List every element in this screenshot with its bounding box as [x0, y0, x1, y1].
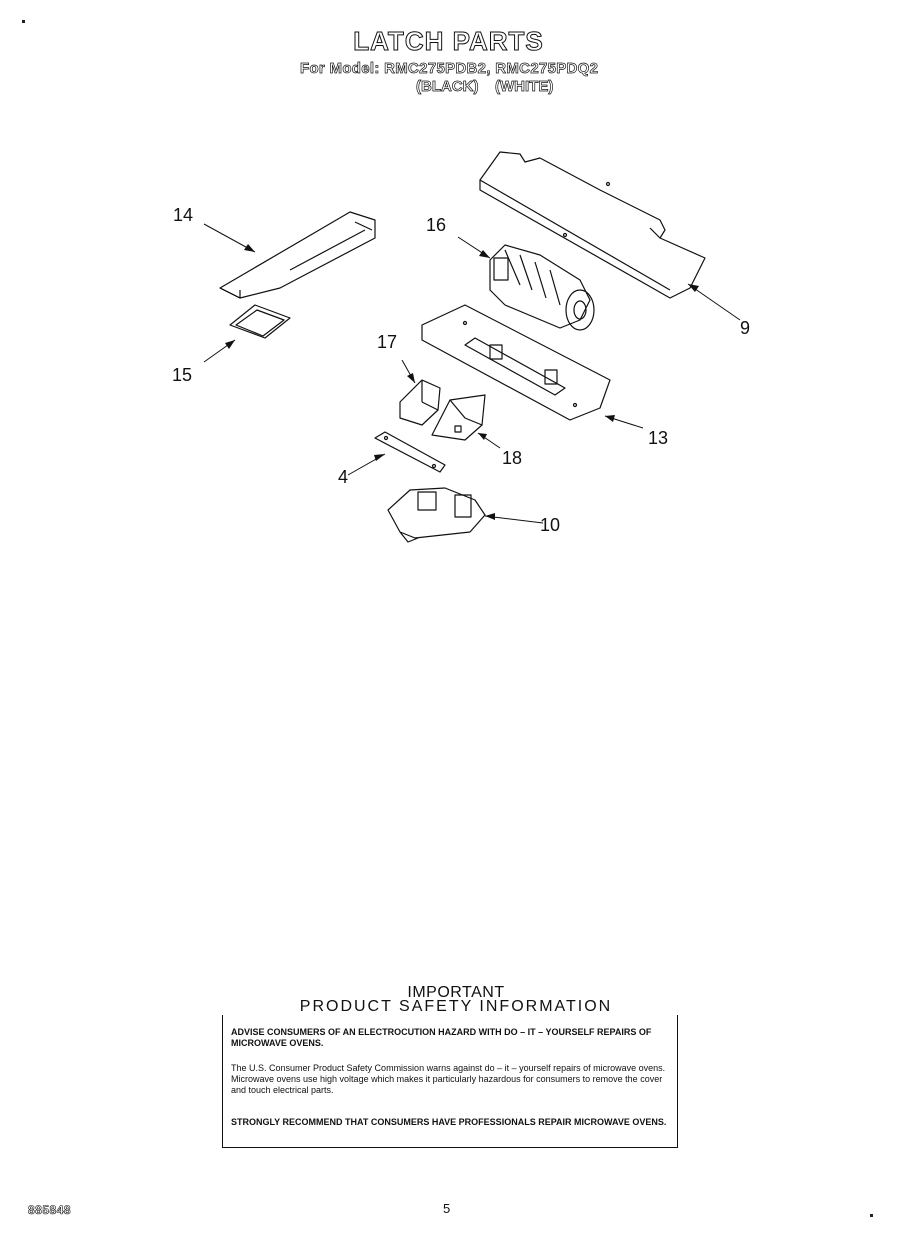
document-code: 885848 — [28, 1203, 72, 1218]
callout-13: 13 — [648, 428, 669, 448]
variant-white: (WHITE) — [495, 78, 554, 96]
latch-parts-diagram — [203, 151, 741, 543]
callout-17: 17 — [377, 332, 398, 352]
important-label: IMPORTANT — [407, 984, 505, 1001]
model-line: For Model: RMC275PDB2, RMC275PDQ2 — [300, 60, 599, 78]
callout-15: 15 — [172, 365, 193, 385]
callout-18: 18 — [502, 448, 523, 468]
part-9-bracket — [479, 151, 706, 299]
arrow-heads — [225, 244, 699, 520]
safety-info-box: ADVISE CONSUMERS OF AN ELECTROCUTION HAZ… — [222, 1015, 678, 1148]
part-4-strip — [374, 431, 446, 473]
callout-9: 9 — [740, 318, 751, 338]
callout-16: 16 — [426, 215, 447, 235]
page-number: 5 — [443, 1201, 451, 1216]
scan-mark-top-left — [22, 20, 25, 23]
part-15-plate — [229, 304, 291, 339]
variant-black: (BLACK) — [416, 78, 479, 96]
callout-10: 10 — [540, 515, 561, 535]
part-10-switch — [387, 487, 486, 543]
commission-text: The U.S. Consumer Product Safety Commiss… — [231, 1063, 666, 1095]
scan-mark-bottom-right — [870, 1214, 873, 1217]
recommend-text: STRONGLY RECOMMEND THAT CONSUMERS HAVE P… — [231, 1117, 667, 1127]
callout-4: 4 — [338, 467, 349, 487]
part-14-cover — [219, 211, 376, 299]
safety-heading: PRODUCT SAFETY INFORMATION — [299, 998, 613, 1015]
callout-14: 14 — [173, 205, 194, 225]
part-13-base — [421, 304, 611, 421]
part-18-bracket — [431, 394, 486, 441]
leader-arrows — [203, 223, 741, 524]
part-17-lever — [399, 379, 441, 426]
advise-text: ADVISE CONSUMERS OF AN ELECTROCUTION HAZ… — [231, 1027, 652, 1048]
page-title: LATCH PARTS — [353, 26, 544, 57]
part-16-motor — [489, 244, 595, 331]
